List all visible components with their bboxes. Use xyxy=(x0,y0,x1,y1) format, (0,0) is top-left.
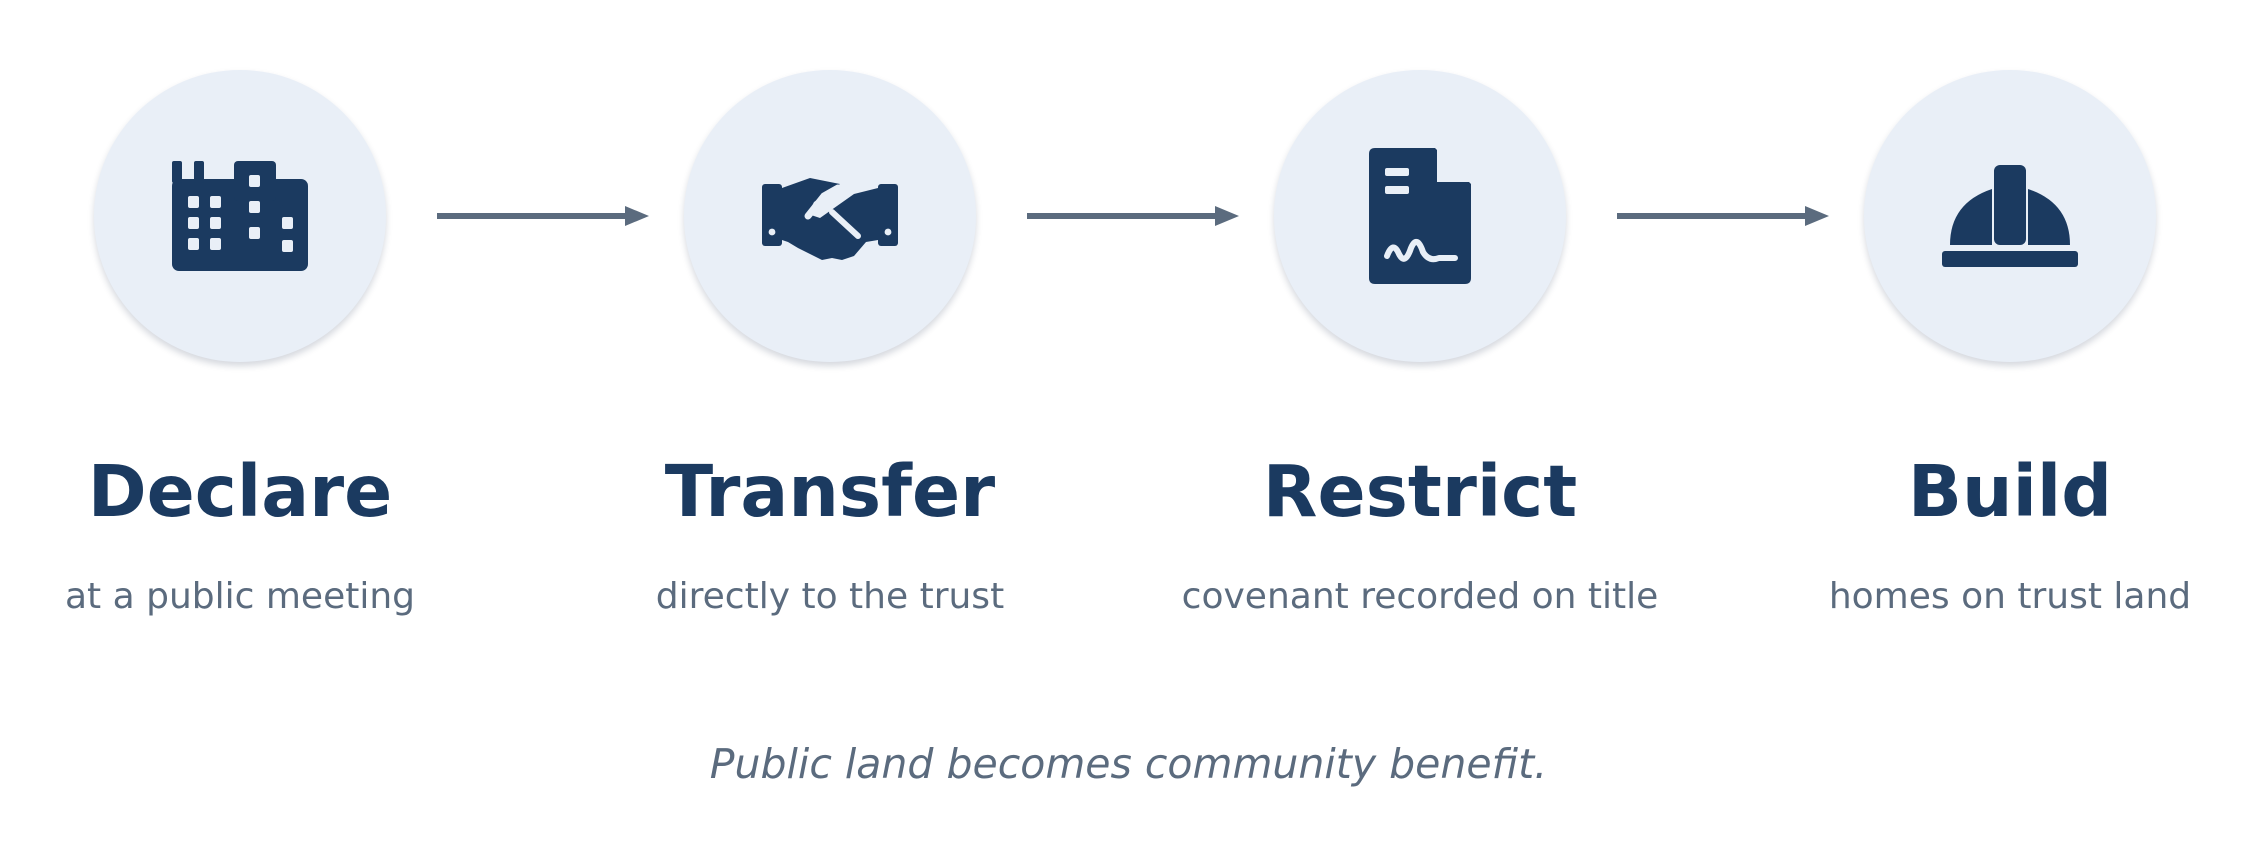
step-restrict-circle xyxy=(1274,70,1566,362)
step-declare-subtitle: at a public meeting xyxy=(64,576,416,617)
building-icon xyxy=(172,161,308,271)
handshake-icon xyxy=(762,172,898,260)
hard-hat-icon xyxy=(1942,165,2078,267)
step-build-subtitle: homes on trust land xyxy=(1828,576,2192,617)
step-restrict-subtitle: covenant recorded on title xyxy=(1181,576,1659,617)
step-transfer-title: Transfer xyxy=(664,450,996,533)
step-declare-circle xyxy=(94,70,386,362)
arrow-declare-to-transfer xyxy=(437,206,649,226)
step-transfer-circle xyxy=(684,70,976,362)
step-restrict: Restrict covenant recorded on title xyxy=(1140,0,1700,700)
arrow-restrict-to-build xyxy=(1617,206,1829,226)
signed-document-icon xyxy=(1369,148,1471,284)
step-build: Build homes on trust land xyxy=(1730,0,2257,700)
tagline: Public land becomes community benefit. xyxy=(709,740,1548,788)
step-build-title: Build xyxy=(1907,450,2113,533)
step-transfer: Transfer directly to the trust xyxy=(550,0,1110,700)
step-declare: Declare at a public meeting xyxy=(0,0,520,700)
step-restrict-title: Restrict xyxy=(1262,450,1578,533)
arrow-transfer-to-restrict xyxy=(1027,206,1239,226)
step-build-circle xyxy=(1864,70,2156,362)
step-declare-title: Declare xyxy=(87,450,393,533)
step-transfer-subtitle: directly to the trust xyxy=(655,576,1005,617)
